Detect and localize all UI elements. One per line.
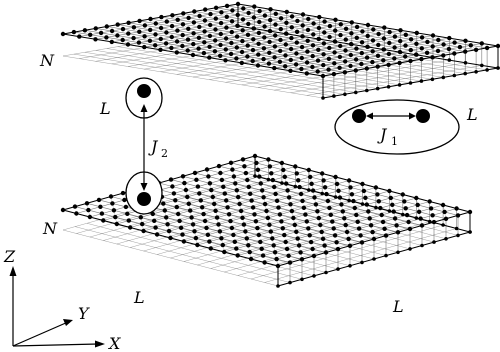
top-right-size-label: L	[466, 105, 478, 124]
j2-subscript: 2	[161, 147, 168, 160]
top-left-size-label: L	[99, 99, 111, 118]
bottom-left-size-label: L	[133, 288, 145, 307]
bottom-right-size-label: L	[392, 297, 404, 316]
j2-coupling-callout: J 2	[126, 78, 168, 214]
z-axis-label: Z	[3, 247, 16, 266]
j1-subscript: 1	[391, 135, 398, 148]
bottom-thickness-label: N	[42, 219, 58, 238]
coordinate-axes: Z Y X	[3, 247, 121, 352]
top-lattice-slab	[61, 2, 500, 100]
j1-coupling-callout: J 1	[335, 100, 459, 154]
j2-label: J	[148, 137, 159, 156]
y-axis-label: Y	[78, 304, 90, 323]
top-thickness-label: N	[39, 51, 55, 70]
bottom-lattice-slab	[61, 154, 472, 288]
x-axis-label: X	[107, 334, 121, 352]
